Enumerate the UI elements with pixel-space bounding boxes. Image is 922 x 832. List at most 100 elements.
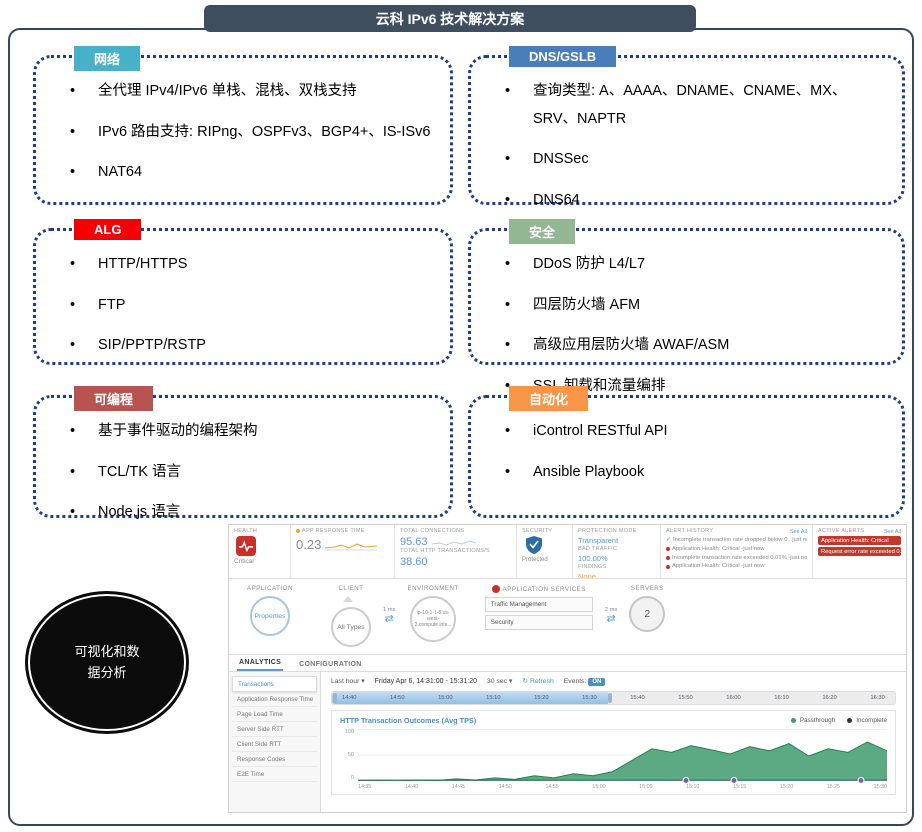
- feature-box-automation-label: 自动化: [509, 386, 589, 411]
- feature-item: DNSSec: [499, 146, 888, 174]
- alert-history-see-all-link[interactable]: See All: [789, 529, 807, 535]
- sidebar-metric-item[interactable]: Response Codes: [232, 752, 317, 767]
- client-node[interactable]: All Types: [330, 607, 371, 647]
- timeline-tick-label: 16:00: [726, 695, 741, 701]
- client-column: CLIENT All Types: [330, 585, 371, 647]
- topology-strip: APPLICATION Properties CLIENT All Types …: [229, 579, 906, 655]
- active-alert-item: Application Health: Critical: [818, 536, 901, 545]
- bidirectional-arrow-icon: ⇄: [384, 613, 394, 625]
- latency-2-arrows: 2 ms ⇄: [604, 607, 618, 625]
- x-tick-label: 15:00: [592, 784, 606, 790]
- timeline-tick-label: 15:50: [678, 695, 693, 701]
- servers-column: SERVERS 2: [629, 585, 666, 632]
- date-range-text: Friday Apr 6, 14:31:00 - 15:31:20: [374, 677, 478, 685]
- range-select[interactable]: Last hour ▾: [331, 678, 365, 685]
- refresh-button[interactable]: ↻ Refresh: [522, 678, 554, 685]
- events-toggle[interactable]: Events: ON: [564, 677, 606, 686]
- check-icon: ✓: [666, 537, 672, 543]
- event-marker-dot[interactable]: [730, 777, 738, 784]
- feature-item: 基于事件驱动的编程架构: [64, 418, 436, 446]
- feature-item: iControl RESTful API: [499, 418, 888, 446]
- slider-selected-range: [332, 692, 608, 704]
- feature-box-network-label: 网络: [74, 46, 141, 71]
- sidebar-metric-item[interactable]: Client Side RTT: [232, 737, 317, 752]
- application-column: APPLICATION Properties: [247, 585, 293, 636]
- event-marker-dot[interactable]: [682, 777, 690, 784]
- chart-legend: Passthrough Incomplete: [790, 717, 887, 724]
- event-marker-dot[interactable]: [857, 777, 865, 784]
- bidirectional-arrow-icon: ⇄: [606, 613, 616, 625]
- feature-item: FTP: [64, 292, 436, 320]
- feature-item: Ansible Playbook: [499, 459, 888, 487]
- active-alert-item: Request error rate exceeded 0.05%: [818, 547, 901, 556]
- timeline-tick-label: 16:10: [774, 695, 789, 701]
- feature-box-network: 网络 全代理 IPv4/IPv6 单栈、混栈、双栈支持IPv6 路由支持: RI…: [33, 46, 453, 206]
- timeline-tick-label: 15:40: [630, 695, 645, 701]
- feature-list-network: 全代理 IPv4/IPv6 单栈、混栈、双栈支持IPv6 路由支持: RIPng…: [36, 58, 450, 206]
- red-dot-icon: [666, 556, 670, 561]
- analytics-dashboard: HEALTH Critical APP RESPONSE TIME 0.23 T…: [228, 524, 907, 813]
- environment-node[interactable]: ip-10-1-1-8.us-west-2.compute.inte...: [410, 596, 457, 642]
- connections-sparkline: [431, 540, 476, 546]
- active-alerts-see-all-link[interactable]: See All: [883, 529, 901, 535]
- red-dot-icon: [666, 547, 670, 552]
- environment-column: ENVIRONMENT ip-10-1-1-8.us-west-2.comput…: [408, 585, 459, 642]
- feature-item: 四层防火墙 AFM: [499, 292, 888, 320]
- x-tick-label: 14:55: [545, 784, 559, 790]
- slider-left-handle[interactable]: [333, 693, 337, 703]
- sidebar-metric-item[interactable]: E2E Time: [232, 767, 317, 782]
- interval-select[interactable]: 30 sec ▾: [487, 678, 513, 685]
- analytics-main: Last hour ▾ Friday Apr 6, 14:31:00 - 15:…: [321, 672, 906, 812]
- x-tick-label: 15:10: [686, 784, 700, 790]
- http-outcomes-chart: HTTP Transaction Outcomes (Avg TPS) Pass…: [331, 710, 896, 795]
- slider-right-handle[interactable]: [607, 693, 612, 703]
- feature-box-programmability: 可编程 基于事件驱动的编程架构TCL/TK 语言Node.js 语言: [33, 386, 453, 526]
- http-outcomes-svg: [358, 729, 887, 781]
- application-properties-node[interactable]: Properties: [249, 596, 290, 636]
- chart-title: HTTP Transaction Outcomes (Avg TPS): [340, 716, 477, 725]
- feature-list-automation: iControl RESTful API Ansible Playbook: [471, 398, 902, 505]
- feature-box-programmability-label: 可编程: [74, 386, 154, 411]
- service-traffic-management[interactable]: Traffic Management: [484, 597, 593, 612]
- client-sparkline: [332, 596, 369, 602]
- x-tick-label: 15:05: [639, 784, 653, 790]
- sidebar-metric-item[interactable]: Server Side RTT: [232, 722, 317, 737]
- alert-history-item: Application Health: Critical -just now: [666, 545, 807, 554]
- service-security[interactable]: Security: [484, 615, 593, 630]
- passthrough-legend-dot: [790, 718, 796, 723]
- tab-analytics[interactable]: ANALYTICS: [237, 656, 284, 671]
- feature-box-dns-gslb-label: DNS/GSLB: [509, 46, 617, 67]
- response-time-sparkline: [325, 543, 378, 551]
- page-title: 云科 IPv6 技术解决方案: [204, 5, 696, 32]
- x-tick-label: 15:20: [779, 784, 794, 790]
- passthrough-area: [358, 742, 887, 781]
- feature-item: HTTP/HTTPS: [64, 251, 436, 279]
- timeline-tick-label: 16:30: [870, 695, 885, 701]
- alert-history-item: Incomplete transaction rate exceeded 0.0…: [666, 554, 807, 563]
- timeline-tick-label: 14:40: [342, 695, 357, 701]
- sidebar-metric-item[interactable]: Application Response Time: [232, 692, 317, 707]
- app-response-time-panel: APP RESPONSE TIME 0.23: [291, 525, 395, 578]
- protection-mode-value: Transparent: [578, 536, 619, 545]
- feature-item: SIP/PPTP/RSTP: [64, 332, 436, 360]
- visualization-ellipse: 可视化和数据分析: [28, 594, 186, 731]
- shield-icon: [526, 536, 542, 554]
- active-alerts-panel: ACTIVE ALERTS See All Application Health…: [818, 528, 901, 556]
- application-services-column: APPLICATION SERVICES Traffic Management …: [484, 585, 593, 633]
- feature-item: NAT64: [64, 159, 436, 187]
- tab-configuration[interactable]: CONFIGURATION: [299, 661, 362, 668]
- connections-panel: TOTAL CONNECTIONS 95.63 TOTAL HTTP TRANS…: [395, 525, 517, 578]
- timeline-tick-label: 14:50: [390, 695, 405, 701]
- sidebar-metric-item[interactable]: Transactions: [232, 676, 317, 692]
- sidebar-metric-item[interactable]: Page Load Time: [232, 707, 317, 722]
- total-http-value: 38.60: [400, 556, 428, 568]
- feature-item: Node.js 语言: [64, 499, 436, 527]
- servers-node[interactable]: 2: [629, 596, 666, 632]
- alert-history-item: Application Health: Critical -just now: [666, 562, 807, 571]
- feature-item: 高级应用层防火墙 AWAF/ASM: [499, 332, 888, 360]
- feature-item: DDoS 防护 L4/L7: [499, 251, 888, 279]
